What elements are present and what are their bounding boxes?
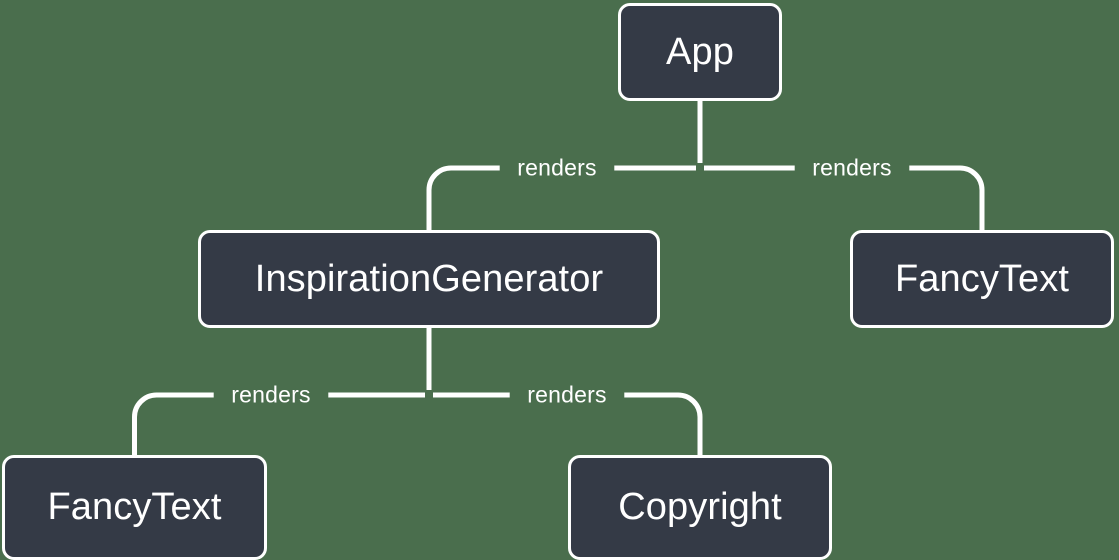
node-fancytext-bottom-label: FancyText [47, 486, 222, 528]
node-fancytext-right[interactable]: FancyText [850, 230, 1114, 328]
node-app-label: App [666, 30, 734, 73]
edge-label-app-to-inspiration-generator: renders [517, 154, 597, 181]
edge-inspiration-generator-to-copyright-outer [624, 392, 703, 455]
node-inspiration-generator[interactable]: InspirationGenerator [198, 230, 660, 328]
node-fancytext-bottom[interactable]: FancyText [2, 455, 267, 560]
node-app[interactable]: App [618, 3, 782, 101]
node-inspiration-generator-label: InspirationGenerator [254, 257, 604, 300]
edge-app-to-inspiration-generator-outer [426, 165, 500, 230]
edge-label-inspiration-generator-to-fancytext-bottom: renders [231, 381, 311, 408]
edge-label-app-to-fancytext-right: renders [812, 154, 892, 181]
edge-app-to-fancytext-right-outer [909, 165, 985, 230]
edge-label-inspiration-generator-to-copyright: renders [527, 381, 607, 408]
node-copyright[interactable]: Copyright [568, 455, 832, 560]
node-fancytext-right-label: FancyText [894, 257, 1070, 300]
node-copyright-label: Copyright [618, 486, 782, 528]
edge-inspiration-generator-to-fancytext-bottom-outer [132, 392, 214, 455]
